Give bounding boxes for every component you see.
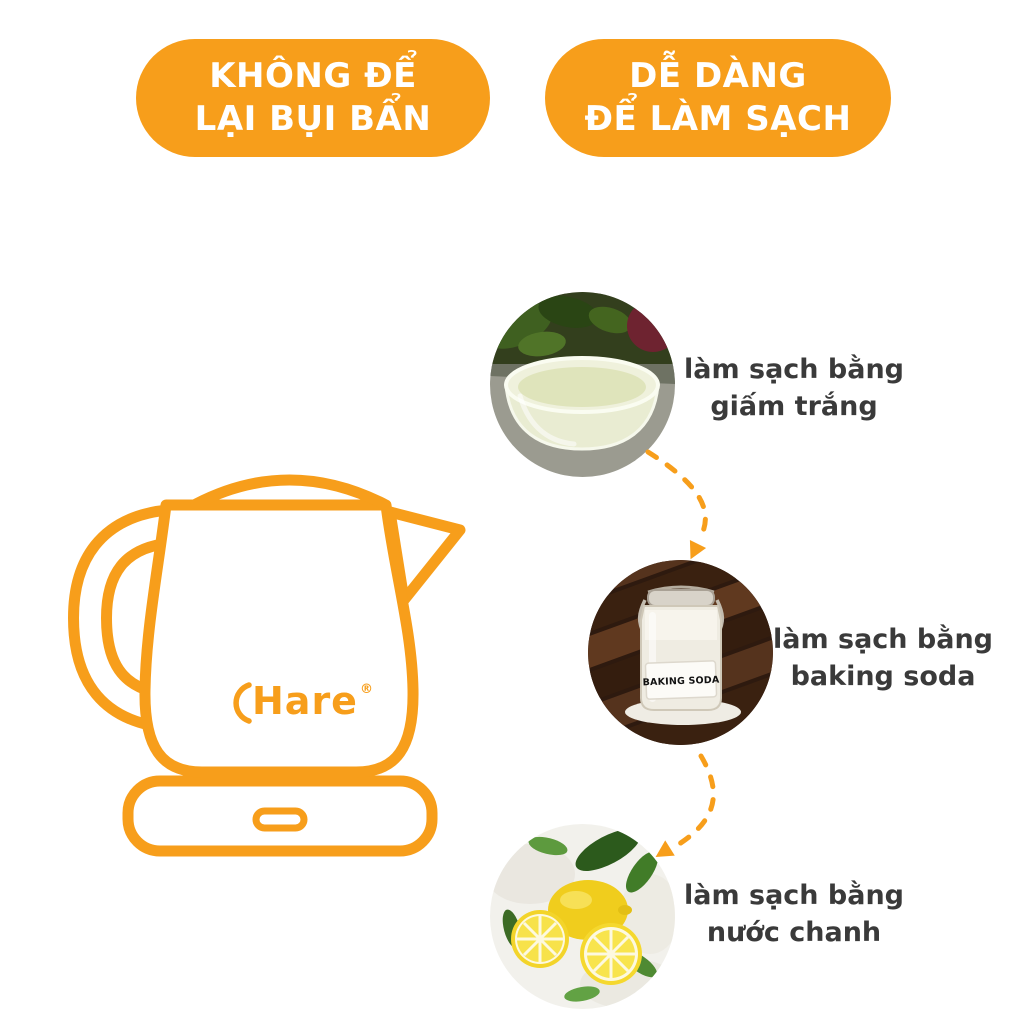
lemon-half-right (580, 923, 642, 985)
baking-soda-photo-illustration: BAKING SODA (588, 560, 773, 745)
badge-no-dust-line1: KHÔNG ĐỂ (209, 56, 417, 97)
kettle-handle-hole (78, 515, 177, 723)
badge-easy-clean-line1: DỄ DÀNG (629, 56, 807, 97)
jar-label-text: BAKING SODA (642, 675, 720, 689)
lemon-half-left (511, 910, 569, 968)
jar-label: BAKING SODA (642, 660, 720, 700)
caption-lemon: làm sạch bằng nước chanh (654, 878, 934, 951)
caption-vinegar: làm sạch bằng giấm trắng (654, 352, 934, 425)
photo-baking-soda: BAKING SODA (588, 560, 773, 745)
photo-white-vinegar (490, 292, 675, 477)
kettle-lid (190, 474, 390, 510)
brand-logo: Hare ® (228, 679, 373, 726)
kettle-body (139, 499, 419, 778)
badge-easy-clean: DỄ DÀNG ĐỂ LÀM SẠCH (545, 39, 891, 157)
photo-lemons (490, 824, 675, 1009)
arrow-soda-to-lemon (673, 753, 716, 849)
caption-vinegar-line1: làm sạch bằng (683, 354, 905, 385)
caption-baking-soda: làm sạch bằng baking soda (743, 622, 1023, 695)
baking-soda-jar: BAKING SODA (637, 585, 725, 711)
brand-name: Hare (252, 679, 358, 723)
hare-logo-swoosh-icon (233, 682, 252, 724)
vinegar-photo-illustration (490, 292, 675, 477)
badge-no-dust: KHÔNG ĐỂ LẠI BỤI BẨN (136, 39, 490, 157)
caption-lemon-line2: nước chanh (706, 916, 882, 948)
registered-trademark: ® (359, 682, 373, 697)
badge-no-dust-line2: LẠI BỤI BẨN (194, 99, 432, 139)
caption-baking-soda-line1: làm sạch bằng (772, 624, 994, 655)
kettle-outline-illustration (67, 474, 466, 857)
caption-vinegar-line2: giấm trắng (710, 390, 878, 422)
kettle-base-slot (252, 807, 308, 832)
caption-baking-soda-line2: baking soda (790, 660, 976, 692)
badge-easy-clean-line2: ĐỂ LÀM SẠCH (584, 99, 852, 139)
caption-lemon-line1: làm sạch bằng (683, 880, 905, 911)
arrow-vinegar-to-soda (645, 449, 708, 541)
glass-bowl-of-vinegar (504, 356, 660, 451)
lemon-photo-illustration (490, 824, 675, 1009)
